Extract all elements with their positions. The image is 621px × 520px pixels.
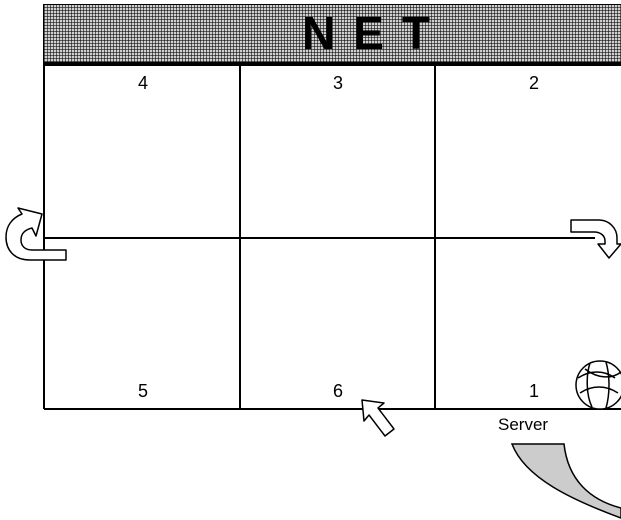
zone-number-5: 5: [123, 382, 163, 400]
zone-number-1: 1: [514, 382, 554, 400]
serve-swoosh-icon: [512, 444, 621, 518]
volleyball-icon: [576, 361, 621, 409]
rotate-counterclockwise-arrow-icon: [6, 208, 66, 260]
zone-number-6: 6: [318, 382, 358, 400]
server-label: Server: [498, 416, 548, 433]
zone-number-2: 2: [514, 74, 554, 92]
up-left-arrow-icon: [362, 400, 394, 436]
court-grid: [44, 66, 621, 409]
zone-number-4: 4: [123, 74, 163, 92]
zone-number-3: 3: [318, 74, 358, 92]
